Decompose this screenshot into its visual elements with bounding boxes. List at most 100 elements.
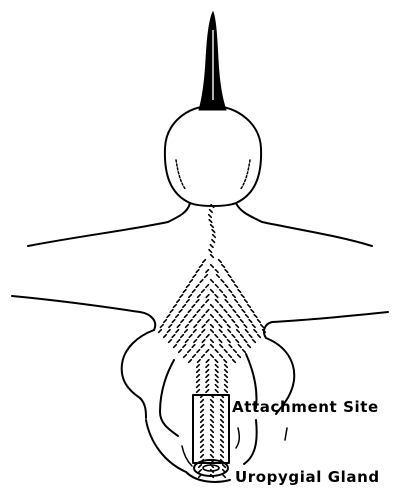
feather-stipple-mark [223,465,226,468]
feather-stipple-mark [234,350,237,353]
feather-stipple-mark [225,270,228,273]
feather-stipple-mark [193,275,196,278]
feather-stipple-mark [198,335,201,338]
stray-mark [285,428,287,440]
feather-stipple-mark [185,330,188,333]
feather-stipple-mark [188,310,191,313]
feather-stipple-mark [221,440,224,443]
feather-stipple-mark [197,390,200,393]
feather-stipple-mark [196,270,199,273]
feather-stipple-mark [211,280,214,283]
feather-stipple-mark [225,385,228,388]
feather-stipple-mark [211,315,214,318]
feather-stipple-mark [225,285,228,288]
feather-stipple-mark [209,215,212,218]
feather-stipple-mark [211,340,214,343]
feather-stipple-mark [212,230,215,233]
feather-stipple-mark [248,345,251,348]
feather-stipple-mark [211,305,214,308]
feather-stipple-mark [192,290,195,293]
feather-stipple-mark [174,345,177,348]
feather-stipple-mark [233,295,236,298]
head-stipple-right [240,160,250,190]
feather-stipple-mark [221,450,224,453]
feather-stipple-mark [211,355,214,358]
feather-stipple-mark [221,420,224,423]
feather-stipple-mark [201,425,204,428]
feather-stipple-mark [169,340,172,343]
feather-stipple-mark [224,360,227,363]
feather-stipple-mark [253,325,256,328]
feather-stipple-mark [211,225,214,228]
feather-stipple-mark [211,450,214,453]
feather-stipple-mark [188,350,191,353]
head-outline [165,106,261,206]
feather-stipple-mark [205,275,208,278]
feather-stipple-mark [225,300,228,303]
feather-stipple-mark [221,405,224,408]
feather-stipple-mark [193,315,196,318]
feather-stipple-mark [215,320,218,323]
feather-stipple-mark [235,285,238,288]
feather-stipple-mark [197,375,200,378]
feather-stipple-mark [190,280,193,283]
feather-stipple-mark [184,355,187,358]
feather-stipple-mark [246,315,249,318]
feather-stipple-mark [229,290,232,293]
feather-stipple-mark [224,320,227,323]
feather-stipple-mark [215,385,218,388]
feather-stipple-mark [198,320,201,323]
feather-stipple-mark [172,320,175,323]
feather-stipple-mark [211,265,214,268]
feather-stipple-mark [215,360,218,363]
feather-stipple-mark [227,325,230,328]
feather-stipple-mark [202,340,205,343]
feather-stipple-mark [201,435,204,438]
feather-stipple-mark [211,405,214,408]
feather-stipple-mark [244,340,247,343]
left-leg [160,360,178,436]
feather-stipple-mark [170,310,173,313]
feather-stipple-mark [241,295,244,298]
feather-stipple-mark [181,335,184,338]
feather-stipple-mark [206,285,209,288]
feather-stipple-mark [236,325,239,328]
head-stipple-left [176,160,186,190]
feather-stipple-mark [228,315,231,318]
feather-stipple-mark [258,335,261,338]
feather-stipple-mark [193,330,196,333]
feather-stipple-mark [219,325,222,328]
right-wing-leading-edge [262,222,372,246]
feather-stipple-mark [202,355,205,358]
feather-stipple-mark [177,325,180,328]
attachment-site-label: Attachment Site [232,398,379,416]
feather-stipple-mark [238,345,241,348]
feather-stipple-mark [183,305,186,308]
feather-stipple-mark [224,295,227,298]
feather-stipple-mark [228,340,231,343]
feather-stipple-mark [211,345,214,348]
feather-stipple-mark [211,400,214,403]
feather-stipple-mark [161,325,164,328]
feather-stipple-mark [201,405,204,408]
feather-stipple-mark [189,320,192,323]
left-wing-trailing-edge [12,296,155,330]
feather-stipple-mark [211,440,214,443]
feather-stipple-mark [206,300,209,303]
feather-stipple-mark [254,315,257,318]
feather-stipple-mark [248,305,251,308]
feather-stipple-mark [242,310,245,313]
feather-stipple-mark [194,325,197,328]
feather-stipple-mark [229,355,232,358]
feather-stipple-mark [177,340,180,343]
feather-stipple-mark [225,375,228,378]
feather-stipple-mark [209,220,212,223]
feather-stipple-mark [197,380,200,383]
feather-stipple-mark [215,310,218,313]
feather-stipple-mark [185,315,188,318]
feather-stipple-mark [229,345,232,348]
feather-stipple-mark [206,310,209,313]
feather-stipple-mark [179,350,182,353]
feather-stipple-mark [228,275,231,278]
